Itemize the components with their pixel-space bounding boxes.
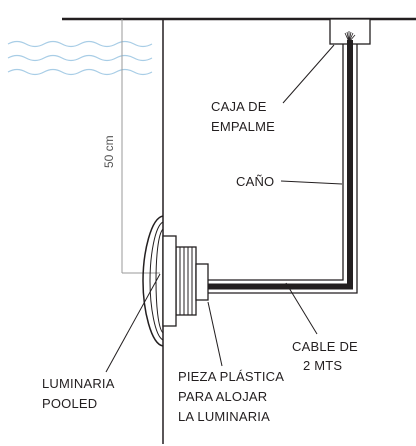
- cano-label: CAÑO: [236, 174, 274, 189]
- leader-lines: [105, 44, 343, 373]
- luminaria-label-line2: POOLED: [42, 396, 97, 411]
- luminaria-label-line1: LUMINARIA: [42, 376, 115, 391]
- caja-label-line2: EMPALME: [211, 119, 275, 134]
- depth-label: 50 cm: [102, 135, 116, 168]
- depth-dimension: [121, 19, 160, 274]
- caja-label-line1: CAJA DE: [211, 99, 267, 114]
- pieza-label-line3: LA LUMINARIA: [178, 409, 270, 424]
- cable-label-line1: CABLE DE: [292, 339, 358, 354]
- cable-label-line2: 2 MTS: [303, 358, 342, 373]
- conduit: [200, 40, 358, 294]
- luminaire: [142, 215, 177, 347]
- water-waves: [7, 40, 153, 76]
- pieza-label-line2: PARA ALOJAR: [178, 389, 267, 404]
- pieza-label-line1: PIEZA PLÁSTICA: [178, 369, 284, 384]
- plastic-housing: [175, 246, 209, 316]
